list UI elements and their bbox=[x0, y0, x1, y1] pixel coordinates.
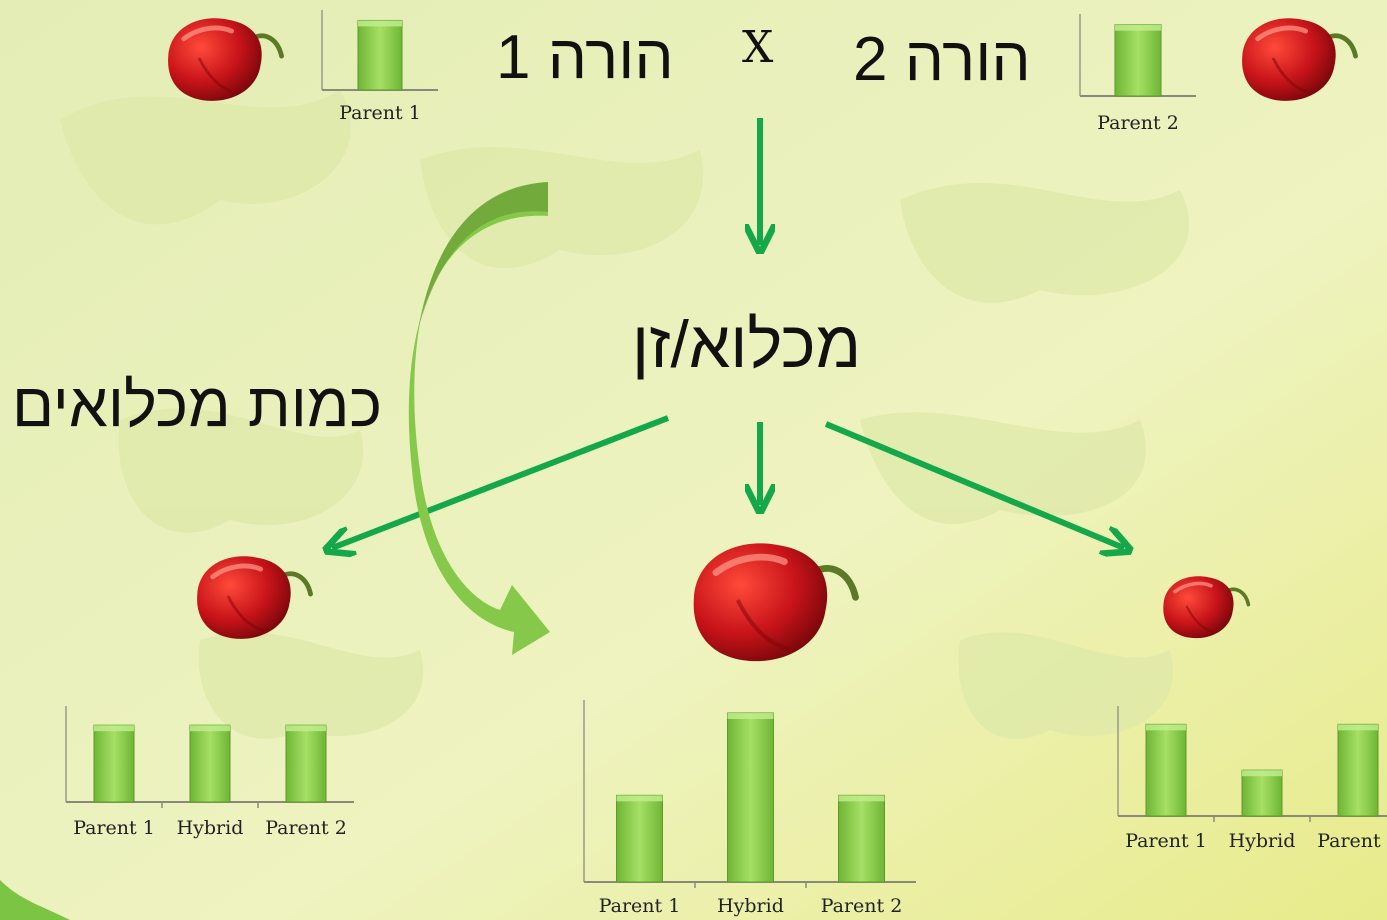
bar-highlight bbox=[190, 725, 230, 732]
bar-highlight bbox=[94, 725, 134, 732]
tick-label: Parent 2 bbox=[265, 817, 347, 839]
chart-parent1: Parent 1 bbox=[321, 10, 438, 124]
bar-highlight bbox=[1338, 724, 1378, 731]
tick-label: Hybrid bbox=[717, 895, 784, 917]
bar-highlight bbox=[286, 725, 326, 732]
tick-label: Parent 1 bbox=[599, 895, 681, 917]
chart-right-offspring: Parent 1 Hybrid Parent 2 bbox=[1117, 706, 1387, 852]
arrow-left-offspring bbox=[332, 415, 670, 548]
bar-highlight bbox=[727, 713, 774, 719]
bar-highlight bbox=[1115, 24, 1161, 31]
parent2-label: הורה 2 bbox=[853, 25, 1031, 94]
chart-parent2: Parent 2 bbox=[1079, 14, 1196, 134]
bar-highlight bbox=[1242, 770, 1282, 777]
bar-parent-2 bbox=[1114, 24, 1162, 97]
bar-hybrid bbox=[189, 724, 231, 803]
curved-quantity-arrow bbox=[408, 182, 550, 655]
chart-center-offspring: Parent 1 Hybrid Parent 2 bbox=[583, 700, 916, 917]
tick-label: Parent 1 bbox=[1125, 830, 1207, 852]
chart-left-offspring: Parent 1 Hybrid Parent 2 bbox=[65, 706, 354, 839]
arrow-right-offspring bbox=[824, 421, 1124, 548]
tick-label: Parent 1 bbox=[339, 102, 421, 124]
hybrid-label: מכלוא/זן bbox=[632, 307, 862, 381]
bar-parent-1 bbox=[616, 794, 663, 883]
parent1-label: הורה 1 bbox=[496, 23, 674, 92]
tick-label: Hybrid bbox=[1229, 830, 1296, 852]
bar-parent-1 bbox=[93, 724, 135, 803]
tick-label: Hybrid bbox=[177, 817, 244, 839]
pepper-right-offspring-icon bbox=[1161, 574, 1251, 640]
bar-highlight bbox=[358, 20, 402, 27]
pepper-parent1-icon bbox=[168, 18, 281, 101]
quantity-label: כמות מכלואים bbox=[12, 371, 383, 440]
bar-hybrid bbox=[727, 712, 774, 883]
bar-parent-2 bbox=[838, 794, 885, 883]
bar-hybrid bbox=[1241, 769, 1283, 817]
tick-label: Parent 2 bbox=[1097, 112, 1179, 134]
bar-highlight bbox=[616, 795, 663, 802]
bar-highlight bbox=[838, 795, 885, 802]
bar-parent-2 bbox=[285, 724, 327, 803]
tick-label: Parent 1 bbox=[73, 817, 155, 839]
pepper-center-offspring-icon bbox=[694, 543, 856, 661]
bar-parent-1 bbox=[357, 19, 403, 91]
pepper-parent2-icon bbox=[1242, 18, 1355, 101]
cross-symbol: X bbox=[742, 22, 774, 73]
bar-highlight bbox=[1146, 724, 1186, 731]
bar-parent-2 bbox=[1337, 723, 1379, 817]
tick-label: Parent 2 bbox=[1317, 830, 1387, 852]
bar-parent-1 bbox=[1145, 723, 1187, 817]
pepper-left-offspring-icon bbox=[197, 556, 310, 639]
tick-label: Parent 2 bbox=[821, 895, 903, 917]
